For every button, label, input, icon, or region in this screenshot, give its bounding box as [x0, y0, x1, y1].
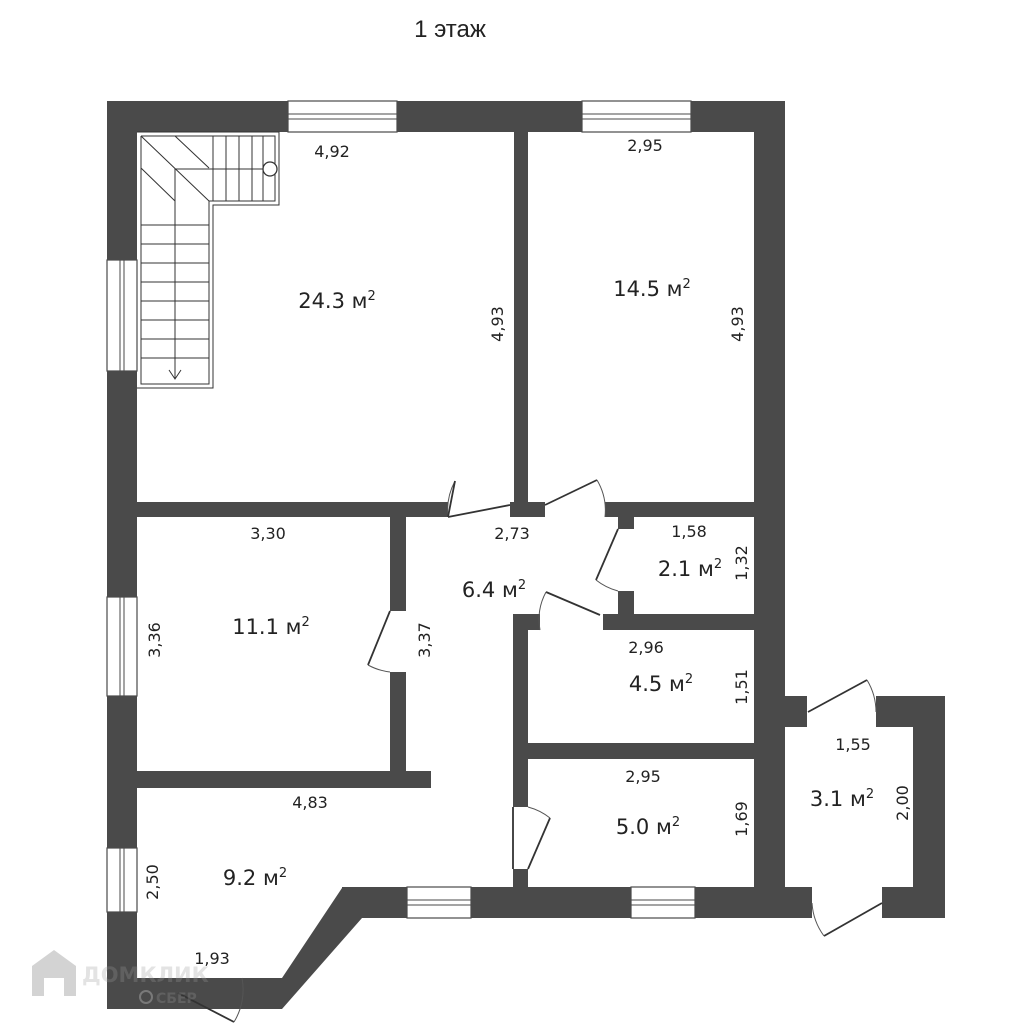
- window-left-1: [106, 259, 138, 372]
- wall-vestibule-right: [913, 696, 945, 918]
- stair-start-circle: [262, 161, 278, 177]
- wall-closet-bottom: [603, 614, 754, 630]
- room-area-label: 4.5 м2: [629, 672, 693, 696]
- wall-closet-left-top: [618, 517, 634, 529]
- door-room-sw: [512, 806, 551, 870]
- dimension-label: 1,69: [732, 801, 751, 837]
- room-area-label: 6.4 м2: [462, 578, 526, 602]
- dimension-label: 3,37: [415, 622, 434, 658]
- dimension-label: 3,30: [250, 524, 286, 543]
- door-room-w: [367, 610, 391, 673]
- window-left-2: [106, 596, 138, 697]
- wall-hall-bottom-mid: [510, 502, 545, 517]
- dimension-label: 4,83: [292, 793, 328, 812]
- dimension-label: 4,92: [314, 142, 350, 161]
- floor-title: 1 этаж: [414, 16, 486, 43]
- room-area-label: 3.1 м2: [810, 787, 874, 811]
- room-area-label: 14.5 м2: [613, 277, 691, 301]
- door-closet: [595, 528, 619, 592]
- dimension-label: 4,93: [728, 306, 747, 342]
- door-entry: [177, 977, 244, 1023]
- dimension-label: 1,58: [671, 522, 707, 541]
- dimension-label: 1,93: [194, 949, 230, 968]
- staircase: [137, 131, 280, 389]
- door-hall-left: [447, 480, 511, 518]
- wall-closet-left-bottom: [618, 591, 634, 615]
- door-vestibule-top: [807, 679, 877, 713]
- wall-right-upper: [754, 101, 785, 890]
- dimension-label: 2,95: [627, 136, 663, 155]
- check-icon: [139, 990, 153, 1004]
- dimension-label: 1,32: [732, 545, 751, 581]
- room-area-label: 11.1 м2: [232, 615, 310, 639]
- window-top-left: [287, 100, 398, 133]
- window-bottom-1: [406, 886, 472, 919]
- wall-hall-partition: [514, 132, 528, 516]
- walls: [107, 101, 945, 1009]
- wall-room-w-right-bottom: [390, 672, 406, 788]
- wall-east-rooms-left: [513, 614, 528, 807]
- doors: [177, 479, 883, 1023]
- wall-bottom-left-stub: [107, 978, 242, 1009]
- window-top-right: [581, 100, 692, 133]
- house-icon: [32, 950, 76, 996]
- dimension-label: 1,51: [732, 669, 751, 705]
- dimension-label: 1,55: [835, 735, 871, 754]
- wall-diagonal: [242, 888, 362, 1009]
- wall-hall-bottom-right: [605, 502, 754, 517]
- wall-vestibule-bottom-right: [882, 887, 945, 918]
- dimension-label: 2,50: [143, 864, 162, 900]
- room-area-label: 5.0 м2: [616, 815, 680, 839]
- wall-vestibule-top-left: [785, 696, 807, 727]
- wall-e1-bottom: [528, 743, 754, 759]
- wall-room-w-bottom: [137, 771, 431, 788]
- room-area-label: 9.2 м2: [223, 866, 287, 890]
- watermark-logo: ДОМКЛИК СБЕР: [32, 950, 209, 1007]
- window-bottom-2: [630, 886, 696, 919]
- dimension-label: 2,96: [628, 638, 664, 657]
- door-vestibule-bottom: [811, 902, 883, 937]
- watermark-sub: СБЕР: [156, 991, 197, 1007]
- room-area-label: 24.3 м2: [298, 289, 376, 313]
- windows: [106, 100, 696, 919]
- watermark-brand: ДОМКЛИК: [82, 963, 209, 987]
- dimension-label: 2,95: [625, 767, 661, 786]
- dimension-label: 3,36: [145, 622, 164, 658]
- window-left-3: [106, 847, 138, 913]
- wall-east-rooms-left-low: [513, 869, 528, 918]
- dimension-label: 4,93: [488, 306, 507, 342]
- room-area-label: 2.1 м2: [658, 557, 722, 581]
- wall-hall-bottom-left: [137, 502, 448, 517]
- door-room-e1: [538, 591, 601, 631]
- dimension-label: 2,73: [494, 524, 530, 543]
- door-hall-right: [544, 479, 606, 518]
- wall-room-w-right-top: [390, 517, 406, 611]
- dimension-label: 2,00: [893, 785, 912, 821]
